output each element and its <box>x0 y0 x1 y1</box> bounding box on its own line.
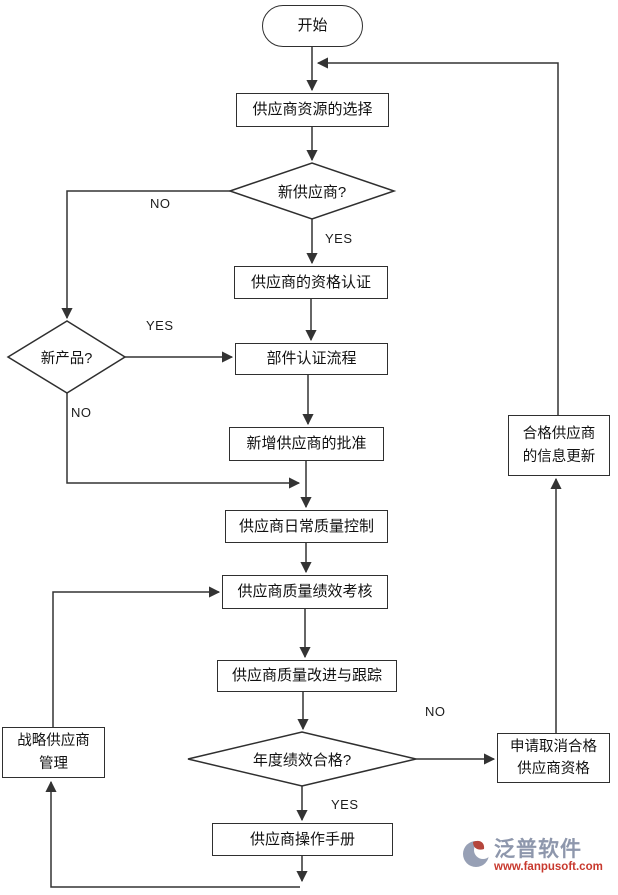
edge-label-new-product-no: NO <box>71 405 92 420</box>
decision-new-supplier-label: 新供应商? <box>277 183 347 201</box>
fanpu-logo-icon <box>462 838 492 875</box>
node-resource-select-label: 供应商资源的选择 <box>252 101 373 119</box>
decision-new-product-label: 新产品? <box>40 350 93 367</box>
node-cancel-line2: 供应商资格 <box>517 761 590 777</box>
watermark-brand: 泛普软件 <box>494 838 582 861</box>
edge-decision2-no <box>66 393 301 489</box>
diamond-new-product <box>6 320 127 394</box>
node-daily-quality-label: 供应商日常质量控制 <box>238 517 374 535</box>
node-improvement: 供应商质量改进与跟踪 <box>217 660 397 692</box>
node-manual-label: 供应商操作手册 <box>249 830 355 848</box>
node-component-cert-label: 部件认证流程 <box>266 350 357 368</box>
node-cancel-qualification: 申请取消合格 供应商资格 <box>497 733 610 783</box>
node-component-cert: 部件认证流程 <box>235 343 388 375</box>
edge-label-new-product-yes: YES <box>146 318 174 333</box>
edge-strategic-review <box>52 586 221 727</box>
node-strategic-line2: 管理 <box>39 755 68 772</box>
watermark: 泛普软件 www.fanpusoft.com <box>462 838 614 888</box>
node-resource-select: 供应商资源的选择 <box>236 93 389 127</box>
watermark-url: www.fanpusoft.com <box>494 861 603 874</box>
node-qualification: 供应商的资格认证 <box>234 266 388 299</box>
node-performance-review: 供应商质量绩效考核 <box>222 575 388 609</box>
edge-update-feedback <box>316 57 559 415</box>
node-cancel-line1: 申请取消合格 <box>510 738 597 755</box>
edge-bottom-strategic <box>45 780 300 888</box>
node-strategic: 战略供应商 管理 <box>2 727 105 778</box>
edge-label-new-supplier-no: NO <box>150 196 171 211</box>
node-qualification-label: 供应商的资格认证 <box>250 273 371 291</box>
node-improvement-label: 供应商质量改进与跟踪 <box>231 667 382 685</box>
edge-label-annual-yes: YES <box>331 797 359 812</box>
node-performance-review-label: 供应商质量绩效考核 <box>237 583 373 601</box>
node-start-label: 开始 <box>297 17 328 35</box>
decision-annual-performance-label: 年度绩效合格? <box>252 751 352 769</box>
node-manual: 供应商操作手册 <box>212 823 393 856</box>
edge-decision1-no <box>61 190 230 320</box>
node-daily-quality: 供应商日常质量控制 <box>225 510 388 543</box>
node-approval-label: 新增供应商的批准 <box>246 435 367 453</box>
node-strategic-line1: 战略供应商 <box>17 733 90 750</box>
diamond-new-supplier <box>227 162 397 220</box>
node-start: 开始 <box>262 5 363 47</box>
node-approval: 新增供应商的批准 <box>229 427 384 461</box>
diamond-annual-performance <box>187 731 417 787</box>
edge-label-new-supplier-yes: YES <box>325 231 353 246</box>
edge-label-annual-no: NO <box>425 704 446 719</box>
node-update-line1: 合格供应商 <box>522 426 596 443</box>
node-info-update: 合格供应商 的信息更新 <box>508 415 610 476</box>
node-update-line2: 的信息更新 <box>522 448 596 465</box>
